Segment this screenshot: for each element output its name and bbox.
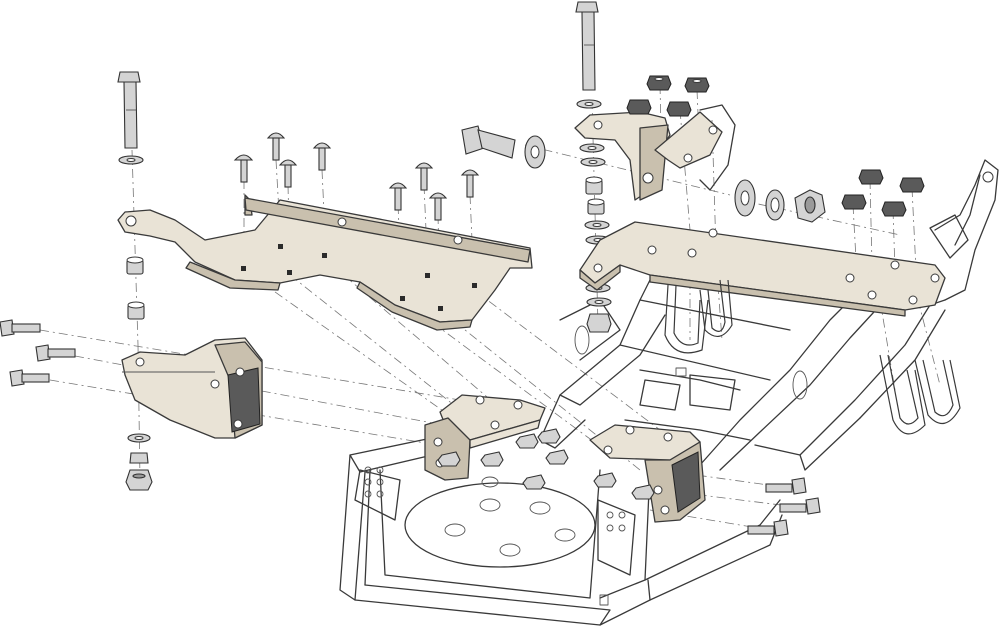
flange-nut: [515, 433, 539, 449]
spacer: [127, 301, 145, 320]
hex-bolt: [0, 319, 41, 337]
spacer: [585, 176, 603, 195]
carriage-bolt: [414, 162, 434, 191]
washer: [580, 157, 606, 167]
flange-nut: [537, 428, 561, 444]
mount-bracket-left: [121, 337, 263, 439]
flange-nut: [631, 484, 655, 500]
carriage-bolt: [460, 169, 480, 198]
carriage-bolt: [428, 192, 448, 221]
flange-nut: [899, 177, 925, 193]
lower-bracket-right: [589, 424, 706, 523]
carriage-bolt: [233, 154, 254, 183]
washer: [579, 143, 605, 153]
frame-hole: [982, 171, 994, 183]
flange-nut: [841, 194, 867, 210]
carriage-bolt: [312, 142, 332, 171]
lower-bracket-left: [424, 394, 546, 481]
long-bolt-left: [117, 71, 144, 165]
hex-bolt: [779, 497, 821, 515]
washer: [734, 179, 756, 217]
flange-nut: [480, 451, 504, 467]
flange-nut: [666, 101, 692, 117]
spacer: [126, 256, 144, 275]
flange-nut: [794, 189, 826, 223]
u-bolt: [879, 354, 961, 435]
hex-bolt: [765, 477, 807, 495]
carriage-bolt: [266, 132, 286, 161]
washer: [584, 220, 610, 230]
flange-nut: [646, 75, 672, 91]
hex-bolt: [747, 519, 789, 537]
flange-nut: [626, 99, 652, 115]
mount-bracket-upper-right: [574, 111, 723, 201]
flange-nut: [586, 313, 612, 333]
flange-nut: [858, 169, 884, 185]
flange-nut: [522, 474, 546, 490]
mounting-plate-left: [117, 194, 533, 331]
flange-nut: [545, 449, 569, 465]
lock-nut: [129, 452, 149, 464]
washer: [586, 297, 612, 307]
pivot-pin: [461, 125, 546, 169]
hex-bolt: [35, 344, 76, 362]
hex-bolt: [9, 369, 50, 387]
turntable-plate: [404, 482, 596, 568]
washer: [765, 189, 785, 221]
flange-nut: [437, 451, 461, 467]
frame-cradle: [339, 104, 999, 626]
u-bolt: [664, 279, 733, 354]
spacer: [587, 198, 605, 215]
carriage-bolt: [388, 182, 408, 211]
flange-nut: [684, 77, 710, 93]
flange-nut: [881, 201, 907, 217]
crossbar-plate: [579, 221, 946, 317]
washer: [127, 433, 151, 443]
carriage-bolt: [278, 159, 298, 188]
long-bolt-right: [575, 1, 602, 109]
flange-nut: [593, 472, 617, 488]
flange-nut: [125, 469, 153, 491]
